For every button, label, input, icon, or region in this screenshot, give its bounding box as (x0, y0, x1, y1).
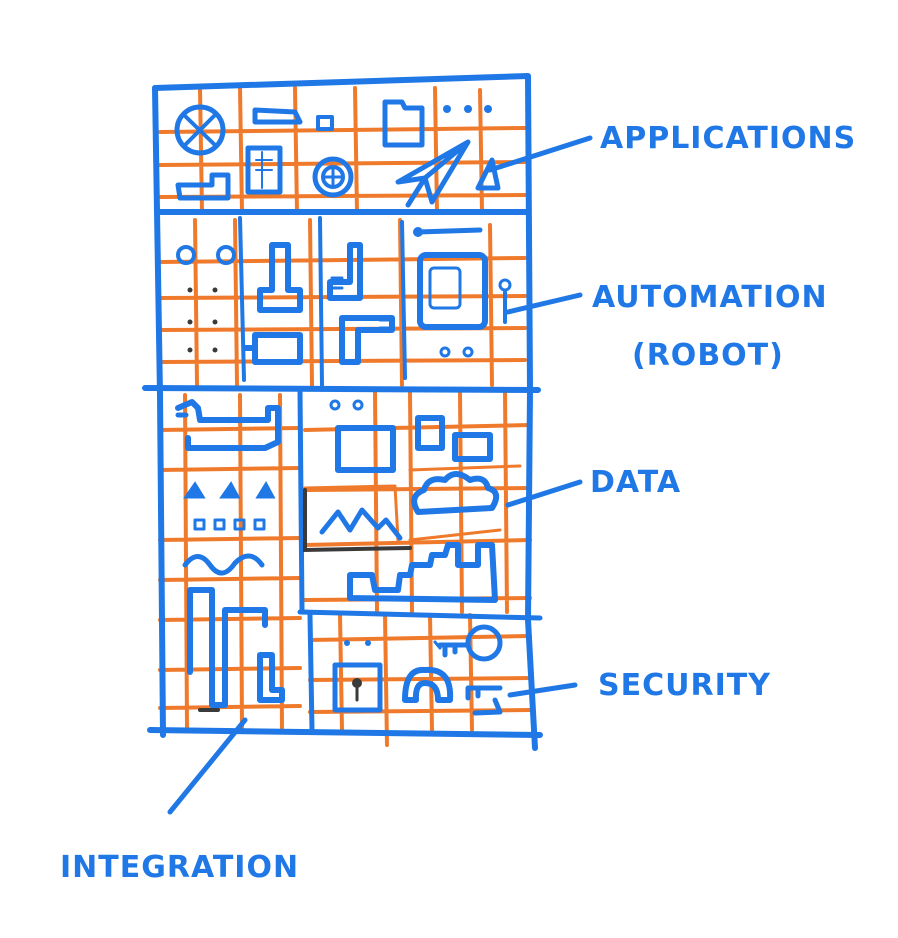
pipe-t-icon (260, 245, 300, 310)
pipe-elbow-icon (342, 318, 392, 362)
key-icon (435, 627, 500, 659)
pipe-run-icon (190, 590, 265, 705)
applications-pointer (490, 138, 590, 170)
small-square-icon (318, 117, 332, 129)
data-box-icon (418, 418, 442, 448)
robot-icon (413, 227, 510, 356)
orange-grid (160, 88, 530, 745)
pipe-connector-icon (178, 402, 278, 448)
data-box-icon (338, 428, 393, 470)
data-pointer (508, 482, 580, 505)
integration-pointer (170, 720, 245, 812)
applications-label: APPLICATIONS (600, 121, 856, 156)
triangles-icon (186, 484, 273, 497)
automation-label: AUTOMATION (592, 280, 828, 315)
labels: APPLICATIONS AUTOMATION (ROBOT) DATA SEC… (60, 121, 856, 885)
bar-chart-icon (350, 545, 495, 600)
automation-sublabel: (ROBOT) (632, 338, 784, 373)
calculator-icon (248, 148, 280, 192)
arch-icon (405, 670, 450, 700)
pipe-elbow-icon (330, 245, 360, 298)
security-label: SECURITY (598, 668, 771, 703)
integration-label: INTEGRATION (60, 850, 299, 885)
long-pill-icon (255, 110, 300, 122)
pipe-block-icon (245, 335, 300, 362)
squares-icon (195, 520, 264, 529)
applications-section (177, 102, 498, 205)
integration-section (178, 402, 282, 710)
data-label: DATA (590, 465, 681, 500)
automation-section (178, 227, 510, 362)
cloud-icon (414, 474, 496, 512)
security-pointer (510, 685, 575, 695)
wave-icon (185, 556, 262, 573)
dots-icon (443, 105, 492, 113)
folder-icon (385, 102, 422, 145)
pipe-l-icon (260, 655, 282, 700)
